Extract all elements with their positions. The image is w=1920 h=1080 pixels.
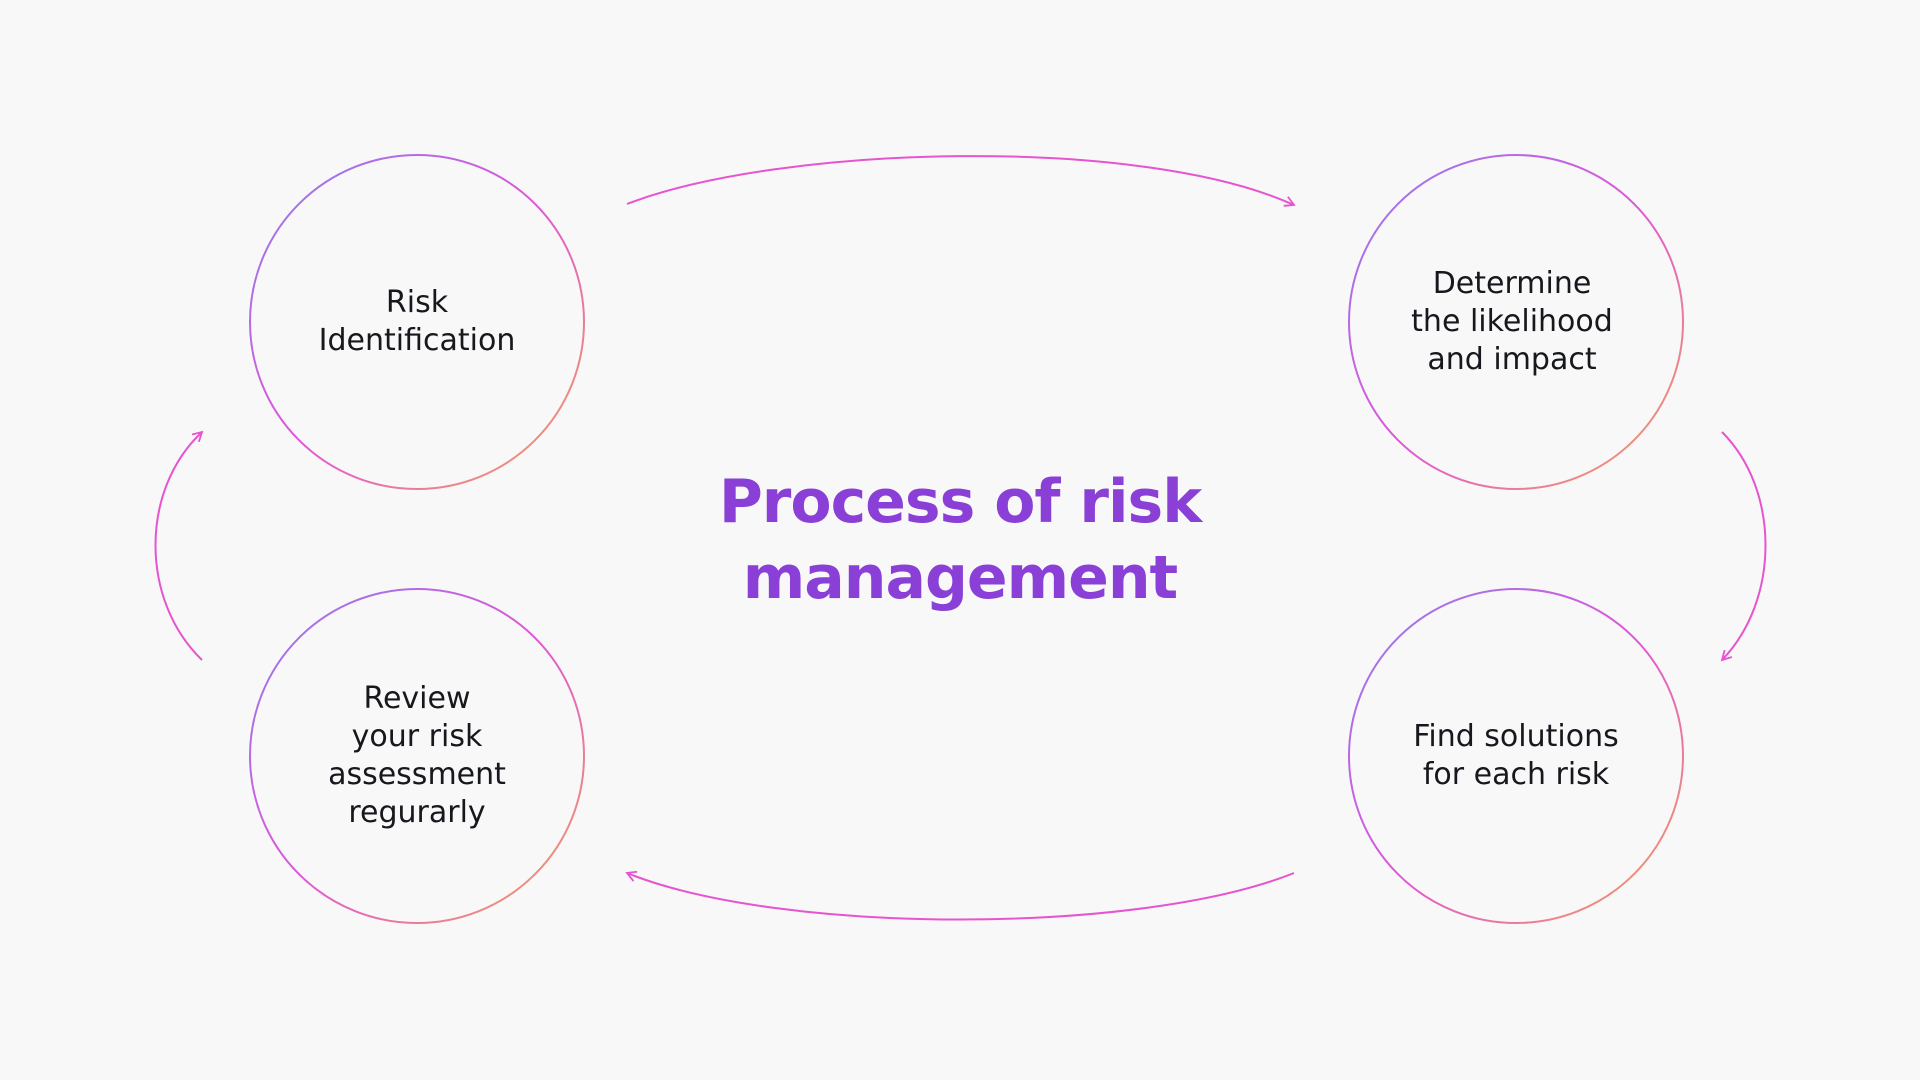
step-label-review: Review your risk assessment regurarly [328, 681, 506, 830]
step-label-risk-identification: Risk Identification [318, 285, 516, 358]
diagram-title: Process of risk management [718, 467, 1202, 613]
arrow-bottom [625, 870, 1295, 921]
step-circle-likelihood-impact [1348, 154, 1684, 490]
arrow-right [1720, 431, 1767, 662]
step-circle-risk-identification [249, 154, 585, 490]
step-label-likelihood-impact: Determine the likelihood and impact [1411, 266, 1613, 377]
step-circle-review [249, 588, 585, 924]
arrow-left [154, 430, 204, 661]
step-circle-find-solutions [1348, 588, 1684, 924]
step-label-find-solutions: Find solutions for each risk [1413, 719, 1619, 792]
arrow-top [626, 155, 1296, 207]
